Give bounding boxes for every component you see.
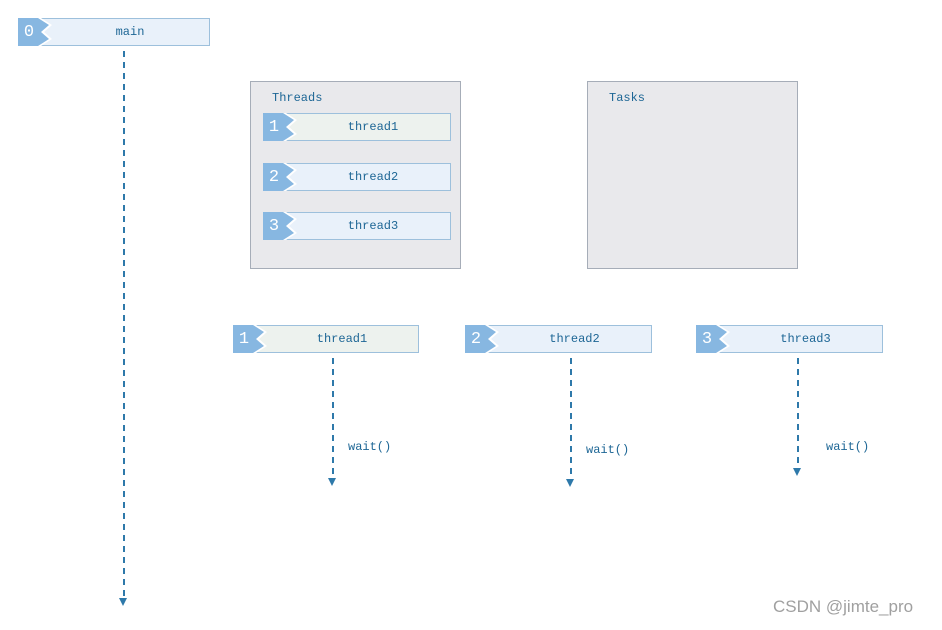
thread2-lifeline-node: 2 thread2	[465, 325, 652, 353]
node-label: thread3	[780, 332, 831, 346]
thread3-wait-call-label: wait()	[826, 440, 870, 454]
tasks-panel: Tasks	[587, 81, 798, 269]
thread3-badge: 3	[263, 212, 299, 240]
thread2-lifeline	[570, 358, 572, 479]
threads-panel-title: Threads	[272, 91, 323, 105]
thread3-lifeline-node: 3 thread3	[696, 325, 883, 353]
main-badge: 0	[18, 18, 54, 46]
tasks-panel-title: Tasks	[609, 91, 646, 105]
thread2-badge: 2	[263, 163, 299, 191]
thread1-lifeline	[332, 358, 334, 478]
node-label: thread1	[347, 120, 399, 134]
main-lifeline	[123, 51, 125, 598]
threads-panel-item-thread3: 3 thread3	[263, 212, 451, 240]
thread1-lifeline-node: 1 thread1	[233, 325, 419, 353]
thread1-wait-call-label: wait()	[348, 440, 392, 454]
node-label: thread2	[347, 170, 399, 184]
thread3-lifeline-arrow-icon	[793, 468, 801, 476]
node-label: thread3	[347, 219, 399, 233]
thread2-lifeline-arrow-icon	[566, 479, 574, 487]
threads-panel-item-thread2: 2 thread2	[263, 163, 451, 191]
node-label: thread1	[316, 332, 368, 346]
badge-number: 1	[238, 329, 250, 349]
badge-number: 3	[701, 329, 713, 349]
threads-panel-item-thread1: 1 thread1	[263, 113, 451, 141]
badge-number: 0	[23, 22, 35, 42]
main-lifeline-arrow-icon	[119, 598, 127, 606]
csdn-watermark: CSDN @jimte_pro	[773, 597, 914, 616]
badge-number: 2	[470, 329, 482, 349]
badge-number: 2	[268, 167, 280, 187]
node-label: main	[115, 25, 145, 39]
badge-number: 3	[268, 216, 280, 236]
badge-number: 1	[268, 117, 280, 137]
thread3-badge: 3	[696, 325, 732, 353]
thread3-lifeline	[797, 358, 799, 468]
thread2-badge: 2	[465, 325, 501, 353]
threads-panel: Threads 1 thread1 2 thread2	[250, 81, 461, 269]
thread2-wait-call-label: wait()	[586, 443, 630, 457]
thread1-badge: 1	[263, 113, 299, 141]
thread1-lifeline-arrow-icon	[328, 478, 336, 486]
thread1-badge: 1	[233, 325, 269, 353]
node-label: thread2	[549, 332, 600, 346]
main-thread-node: 0 main	[18, 18, 210, 46]
